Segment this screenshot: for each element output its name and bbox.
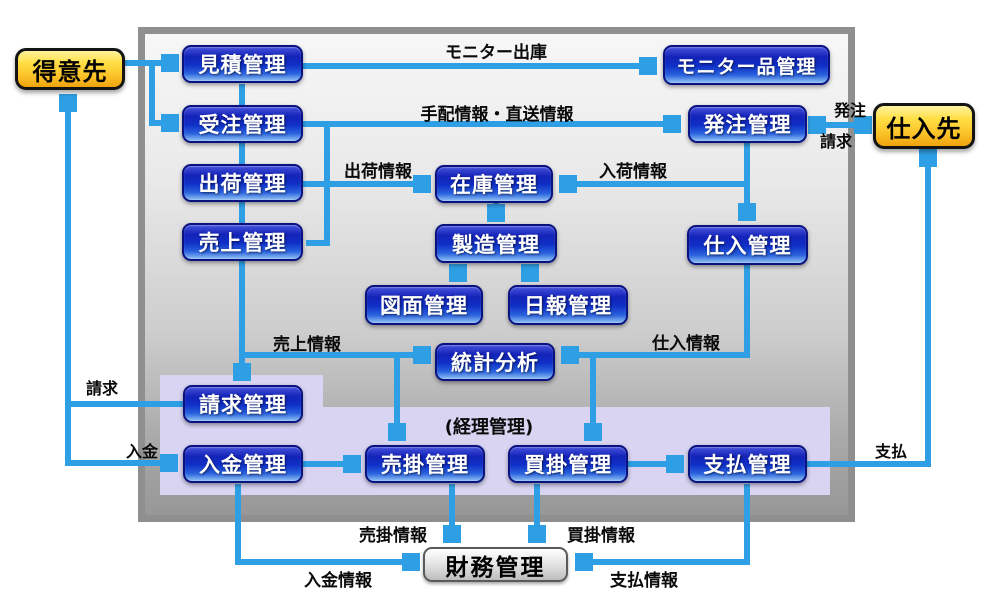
node-deposit: 入金管理: [183, 445, 303, 483]
node-payable: 買掛管理: [508, 445, 628, 483]
node-supplier: 仕入先: [873, 103, 975, 149]
label-payment-info: 支払情報: [610, 571, 678, 591]
label-arrange-direct: 手配情報・直送情報: [420, 105, 574, 125]
label-purchase-info: 仕入情報: [652, 334, 720, 354]
label-monitor-out: モニター出庫: [445, 43, 547, 63]
node-statistics: 統計分析: [435, 343, 555, 381]
label-payable-info: 買掛情報: [567, 526, 635, 546]
node-customer: 得意先: [15, 48, 125, 90]
node-payment: 支払管理: [688, 445, 807, 483]
label-deposit-info: 入金情報: [304, 571, 372, 591]
label-deposit: 入金: [125, 442, 159, 461]
label-invoice-to-customer: 請求: [85, 379, 119, 398]
node-shipping: 出荷管理: [182, 164, 303, 202]
node-order: 受注管理: [182, 105, 303, 143]
node-drawing: 図面管理: [365, 285, 483, 325]
label-pay: 支払: [874, 442, 908, 461]
node-manufacturing: 製造管理: [435, 224, 557, 263]
node-monitor-goods: モニター品管理: [663, 45, 830, 85]
node-inventory: 在庫管理: [435, 165, 553, 203]
node-purchasing: 仕入管理: [687, 225, 808, 265]
label-invoice-from-supplier: 請求: [819, 132, 853, 151]
label-ship-info: 出荷情報: [344, 162, 412, 182]
accounting-area-label: (経理管理): [444, 417, 534, 438]
node-daily-report: 日報管理: [508, 285, 628, 325]
node-quote: 見積管理: [182, 45, 303, 83]
node-receivable: 売掛管理: [365, 445, 485, 483]
label-receivable-info: 売掛情報: [359, 526, 427, 546]
label-receive-info: 入荷情報: [599, 162, 667, 182]
node-purchase-order: 発注管理: [688, 105, 807, 143]
node-financial: 財務管理: [423, 547, 568, 582]
label-po: 発注: [833, 101, 867, 120]
node-sales: 売上管理: [182, 223, 303, 261]
node-billing: 請求管理: [183, 385, 303, 423]
label-sales-info: 売上情報: [273, 335, 341, 355]
